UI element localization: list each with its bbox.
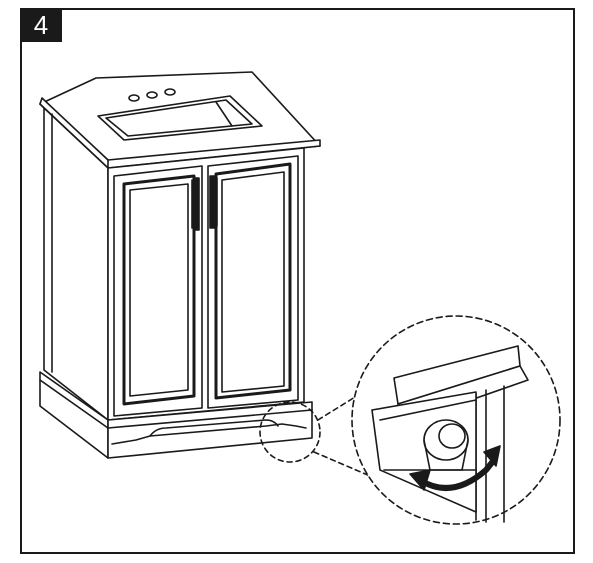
diagram-frame	[20, 8, 575, 554]
left-door	[113, 165, 203, 417]
rotation-arrow	[409, 445, 501, 491]
faucet-holes	[128, 88, 176, 102]
cabinet-side	[43, 107, 109, 421]
right-door	[207, 155, 299, 409]
leveling-foot	[423, 419, 469, 471]
magnified-detail	[351, 315, 561, 525]
door-handles	[191, 175, 218, 231]
step-number-badge: 4	[20, 8, 62, 42]
sink-bowl	[97, 95, 263, 141]
detail-target-circle	[259, 401, 321, 463]
cabinet-base	[39, 371, 313, 459]
